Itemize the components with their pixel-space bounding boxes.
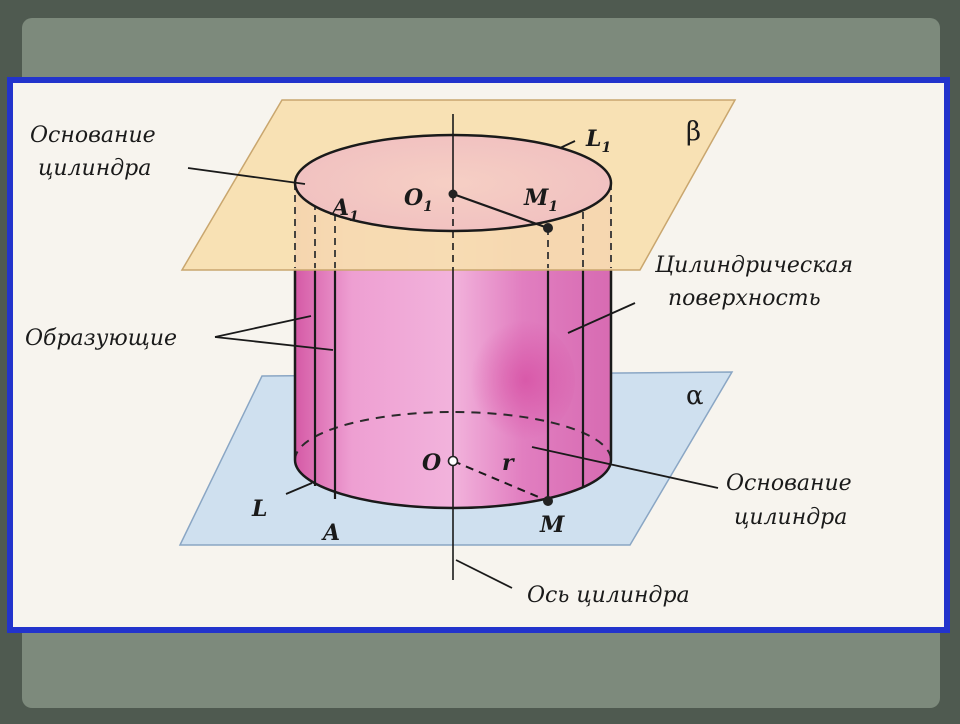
label-bottom-base-line2: цилиндра [734, 505, 847, 530]
point-label-M1: M1 [523, 185, 558, 215]
label-surface-line2: поверхность [668, 286, 821, 311]
label-generators: Образующие [25, 326, 177, 351]
label-top-base-line1: Основание [30, 123, 156, 148]
point-M [543, 496, 553, 506]
point-label-A1: A1 [330, 195, 359, 225]
label-axis: Ось цилиндра [527, 583, 690, 608]
leader-lines [187, 140, 719, 589]
radius-O1M1 [452, 192, 549, 230]
point-O1 [448, 189, 458, 199]
hidden-generators [294, 183, 612, 268]
label-top-base-line2: цилиндра [38, 156, 151, 181]
point-label-O: O [422, 450, 441, 476]
point-label-M: M [539, 512, 565, 538]
plane-label-beta: β [686, 117, 701, 147]
label-bottom-base-line1: Основание [726, 471, 852, 496]
point-label-A: A [321, 520, 340, 546]
point-O [447, 455, 459, 467]
plane-label-alpha: α [686, 381, 704, 411]
radius-label-r: r [502, 450, 515, 476]
radius-OM [452, 460, 549, 502]
point-label-L1: L1 [585, 126, 611, 156]
point-label-L: L [251, 496, 267, 522]
point-M1 [543, 223, 553, 233]
surface-shade [465, 320, 575, 440]
point-label-O1: O1 [404, 185, 433, 215]
label-surface-line1: Цилиндрическая [654, 253, 853, 278]
